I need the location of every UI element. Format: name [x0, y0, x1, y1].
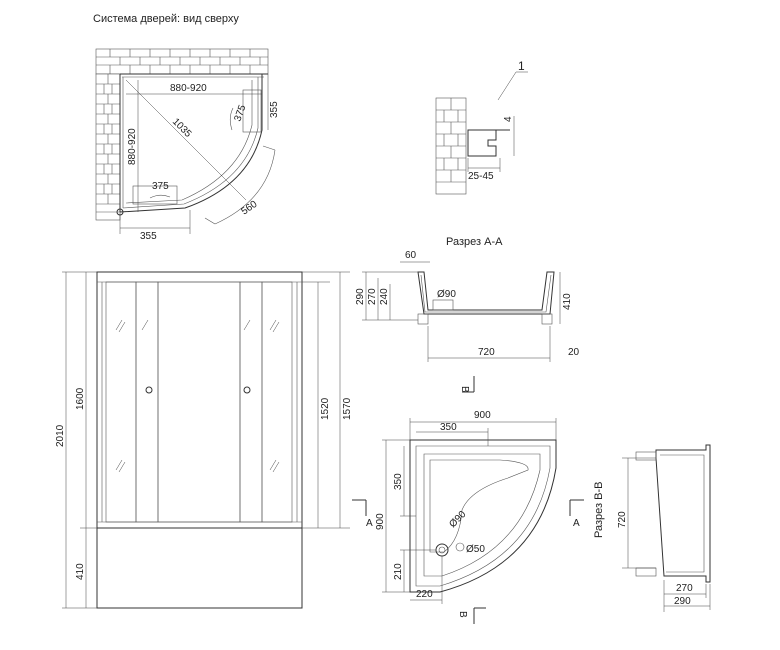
enclosure-plan	[116, 73, 276, 225]
dim-top-bottom-355: 355	[140, 231, 157, 242]
section-a-dim-270: 270	[367, 288, 378, 305]
brick-wall-top	[95, 48, 269, 75]
profile-detail: 25-45 4 1	[435, 59, 528, 195]
tray-dim-900-left: 900	[375, 513, 386, 530]
section-a-drain: Ø90	[437, 289, 456, 300]
section-a-dim-240: 240	[379, 288, 390, 305]
section-a-dim-410: 410	[562, 293, 573, 310]
tray-dim-210: 210	[393, 563, 404, 580]
top-view: Система дверей: вид сверху	[93, 13, 280, 242]
section-a-dim-20: 20	[568, 347, 580, 358]
mark-a-right: A	[573, 518, 580, 529]
section-b-title: Разрез В-В	[593, 482, 605, 538]
mark-b-bottom: B	[457, 611, 468, 618]
dim-top-width: 880-920	[170, 83, 207, 94]
dim-radius-bottom: 375	[152, 181, 169, 192]
section-a-dim-rim: 60	[405, 250, 417, 261]
front-dim-1520: 1520	[320, 397, 331, 420]
dim-top-right-355: 355	[269, 101, 280, 118]
section-b-dim-290: 290	[674, 596, 691, 607]
tray-dim-220: 220	[416, 589, 433, 600]
section-b-dim-270: 270	[676, 583, 693, 594]
section-a: Разрез А-А 60 290 270 240 Ø90 410 720 20	[355, 236, 580, 362]
front-dim-tray: 410	[75, 563, 86, 580]
detail-dim-gap: 4	[503, 116, 514, 122]
section-b: Разрез В-В 720 270 290	[593, 444, 711, 612]
mark-b-top: B	[459, 386, 470, 393]
section-a-dim-290: 290	[355, 288, 366, 305]
dim-top-height: 880-920	[127, 128, 138, 165]
front-dim-glass: 1600	[75, 387, 86, 410]
dim-top-diagonal: 1035	[170, 116, 194, 140]
detail-dim-width: 25-45	[468, 171, 494, 182]
tray-drain-90: Ø90	[447, 509, 468, 530]
mark-a-left: A	[366, 518, 373, 529]
front-view: 2010 1600 410 1520 1570	[55, 271, 353, 609]
top-view-dimensions: 880-920 880-920 1035 355 355 375 375 560	[119, 74, 280, 242]
brick-wall-left	[95, 73, 121, 221]
tray-dim-900-top: 900	[474, 410, 491, 421]
section-b-dim-720: 720	[617, 511, 628, 528]
tray-dim-350-top: 350	[440, 422, 457, 433]
detail-callout: 1	[518, 59, 525, 73]
tray-dim-350-left: 350	[393, 473, 404, 490]
dim-radius-right: 375	[232, 103, 248, 123]
front-dim-total: 2010	[55, 424, 66, 447]
top-view-title: Система дверей: вид сверху	[93, 13, 239, 25]
front-dim-1570: 1570	[342, 397, 353, 420]
tray-drain-50: Ø50	[466, 544, 485, 555]
section-a-title: Разрез А-А	[446, 236, 503, 248]
section-a-dim-720: 720	[478, 347, 495, 358]
tray-plan: Ø90 Ø50 900 350 900 350 210 220 A A B B	[352, 376, 584, 624]
dim-opening-arc: 560	[239, 199, 259, 218]
